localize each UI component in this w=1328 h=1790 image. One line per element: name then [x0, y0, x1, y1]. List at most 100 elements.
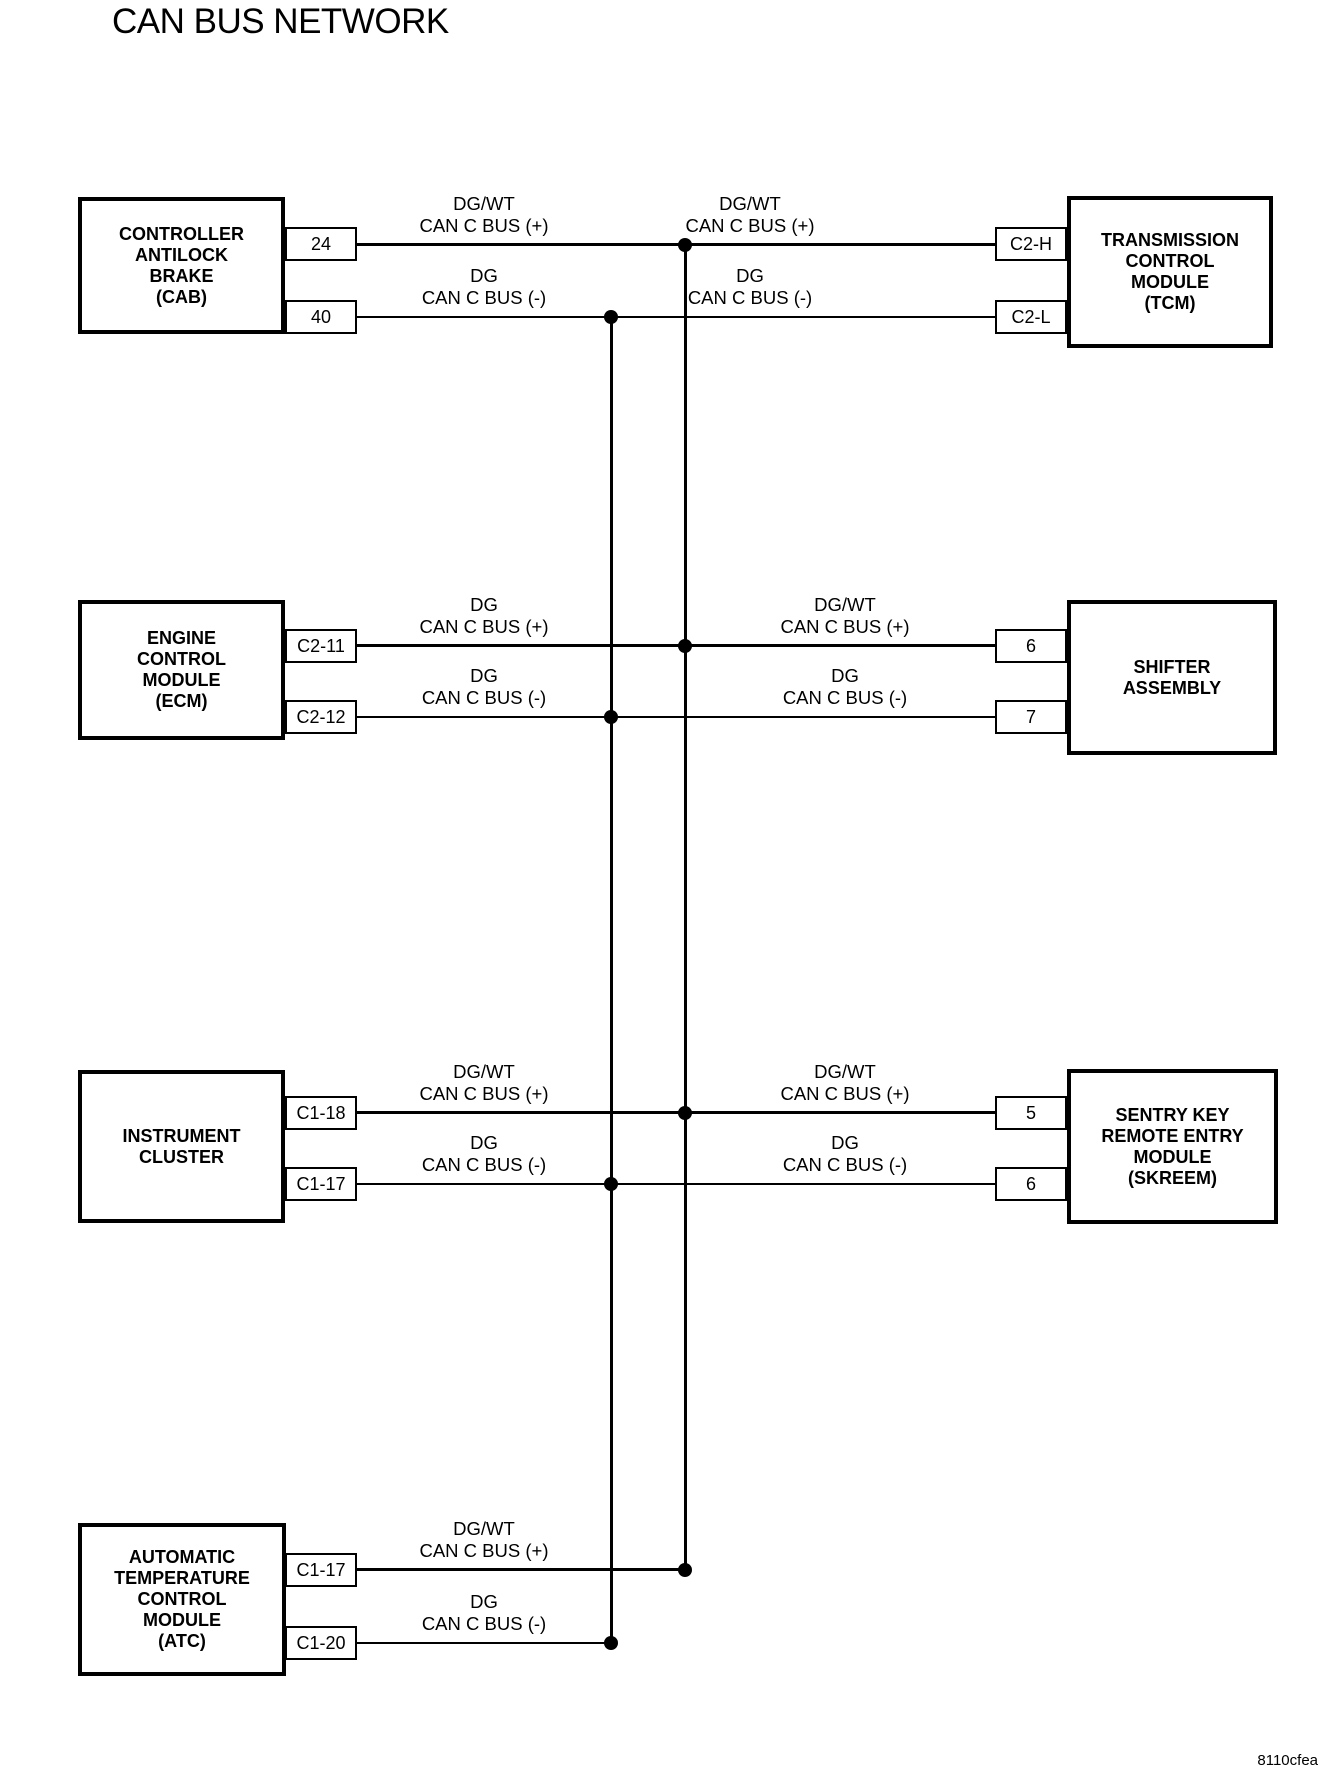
module-name-line: (ATC) — [158, 1631, 206, 1651]
wire-row2-can-minus — [357, 716, 995, 718]
wire-label: DG CAN C BUS (-) — [369, 1132, 599, 1176]
wire-color: DG — [470, 594, 498, 615]
module-name-line: (ECM) — [155, 691, 208, 711]
pin-label: C1-17 — [296, 1560, 346, 1580]
wire-signal: CAN C BUS (+) — [419, 1083, 549, 1104]
wire-label: DG/WT CAN C BUS (+) — [730, 594, 960, 638]
pin-label: C2-12 — [296, 707, 346, 727]
wire-row3-can-plus — [357, 1111, 995, 1114]
wire-signal: CAN C BUS (+) — [685, 215, 815, 236]
pin-label: 7 — [1025, 707, 1036, 727]
pin-box-tcm-c2l: C2-L — [995, 300, 1067, 334]
wire-color: DG/WT — [814, 1061, 876, 1082]
pin-label: 6 — [1025, 636, 1036, 656]
module-name-line: SHIFTER — [1133, 656, 1211, 677]
module-name-line: ANTILOCK — [135, 244, 228, 265]
wire-color: DG/WT — [453, 1061, 515, 1082]
wire-signal: CAN C BUS (-) — [687, 287, 813, 308]
junction-dot — [678, 639, 692, 653]
wire-label: DG/WT CAN C BUS (+) — [369, 1061, 599, 1105]
wire-label: DG/WT CAN C BUS (+) — [369, 1518, 599, 1562]
wire-color: DG — [470, 1591, 498, 1612]
wire-signal: CAN C BUS (+) — [419, 1540, 549, 1561]
wire-color: DG — [470, 265, 498, 286]
wire-label: DG CAN C BUS (-) — [635, 265, 865, 309]
junction-dot — [678, 1106, 692, 1120]
module-name-line: BRAKE — [149, 265, 214, 286]
wire-label: DG CAN C BUS (-) — [730, 665, 960, 709]
wire-label: DG CAN C BUS (+) — [369, 594, 599, 638]
module-box-tcm: TRANSMISSION CONTROL MODULE (TCM) — [1067, 196, 1273, 348]
pin-label: C2-11 — [297, 636, 345, 656]
pin-box-shifter-7: 7 — [995, 700, 1067, 734]
pin-box-cluster-c1-17: C1-17 — [285, 1167, 357, 1201]
module-name-line: MODULE — [143, 1610, 221, 1630]
wire-label: DG/WT CAN C BUS (+) — [730, 1061, 960, 1105]
wire-signal: CAN C BUS (-) — [421, 287, 547, 308]
module-name-line: INSTRUMENT — [122, 1125, 241, 1146]
module-box-cab: CONTROLLER ANTILOCK BRAKE (CAB) — [78, 197, 285, 334]
wire-label: DG CAN C BUS (-) — [369, 265, 599, 309]
wire-signal: CAN C BUS (-) — [782, 1154, 908, 1175]
wire-signal: CAN C BUS (-) — [421, 1613, 547, 1634]
pin-label: C1-18 — [296, 1103, 346, 1123]
wire-label: DG/WT CAN C BUS (+) — [369, 193, 599, 237]
pin-label: 40 — [310, 307, 332, 327]
module-box-instrument-cluster: INSTRUMENT CLUSTER — [78, 1070, 285, 1223]
wire-color: DG — [831, 1132, 859, 1153]
wire-color: DG/WT — [719, 193, 781, 214]
pin-label: 6 — [1025, 1174, 1036, 1194]
module-name-line: ENGINE — [146, 628, 216, 648]
module-name-line: MODULE — [142, 670, 221, 690]
pin-box-cab-24: 24 — [285, 227, 357, 261]
pin-label: C1-17 — [296, 1174, 346, 1194]
module-name-line: CONTROL — [137, 1589, 227, 1609]
pin-label: C1-20 — [296, 1633, 346, 1653]
wire-signal: CAN C BUS (-) — [421, 687, 547, 708]
wire-label: DG CAN C BUS (-) — [369, 665, 599, 709]
wire-color: DG — [736, 265, 764, 286]
wire-signal: CAN C BUS (-) — [782, 687, 908, 708]
pin-box-cab-40: 40 — [285, 300, 357, 334]
module-name-line: ASSEMBLY — [1122, 677, 1222, 698]
junction-dot — [604, 710, 618, 724]
module-box-skreem: SENTRY KEY REMOTE ENTRY MODULE (SKREEM) — [1067, 1069, 1278, 1224]
wire-row4-can-minus — [357, 1642, 613, 1644]
module-name-line: REMOTE ENTRY — [1101, 1125, 1244, 1146]
module-name-line: CLUSTER — [139, 1146, 224, 1167]
module-name-line: SENTRY KEY — [1115, 1104, 1230, 1125]
can-plus-bus-line — [684, 244, 687, 1571]
wire-signal: CAN C BUS (-) — [421, 1154, 547, 1175]
pin-label: C2-L — [1011, 307, 1051, 327]
wire-color: DG — [470, 1132, 498, 1153]
can-minus-bus-line — [610, 316, 613, 1644]
wire-row2-can-plus — [357, 644, 995, 647]
module-box-shifter: SHIFTER ASSEMBLY — [1067, 600, 1277, 755]
module-name-line: MODULE — [1133, 1146, 1212, 1167]
wire-row3-can-minus — [357, 1183, 995, 1185]
wire-signal: CAN C BUS (+) — [780, 1083, 910, 1104]
pin-box-ecm-c2-11: C2-11 — [285, 629, 357, 663]
pin-box-shifter-6: 6 — [995, 629, 1067, 663]
pin-box-cluster-c1-18: C1-18 — [285, 1096, 357, 1130]
page-title: CAN BUS NETWORK — [112, 2, 449, 41]
module-box-atc: AUTOMATIC TEMPERATURE CONTROL MODULE (AT… — [78, 1523, 286, 1676]
module-name-line: (CAB) — [156, 286, 207, 307]
wire-row1-can-plus — [357, 243, 995, 246]
wire-signal: CAN C BUS (+) — [780, 616, 910, 637]
module-name-line: (SKREEM) — [1128, 1167, 1217, 1188]
module-name-line: MODULE — [1131, 272, 1209, 292]
wire-color: DG/WT — [814, 594, 876, 615]
wire-signal: CAN C BUS (+) — [419, 215, 549, 236]
wire-label: DG CAN C BUS (-) — [369, 1591, 599, 1635]
module-name-line: TEMPERATURE — [114, 1568, 250, 1588]
wire-row1-can-minus — [357, 316, 995, 318]
wire-color: DG/WT — [453, 1518, 515, 1539]
junction-dot — [604, 1636, 618, 1650]
pin-label: C2-H — [1009, 234, 1052, 254]
module-name-line: CONTROL — [137, 649, 226, 669]
module-box-ecm: ENGINE CONTROL MODULE (ECM) — [78, 600, 285, 740]
junction-dot — [678, 1563, 692, 1577]
wire-label: DG CAN C BUS (-) — [730, 1132, 960, 1176]
